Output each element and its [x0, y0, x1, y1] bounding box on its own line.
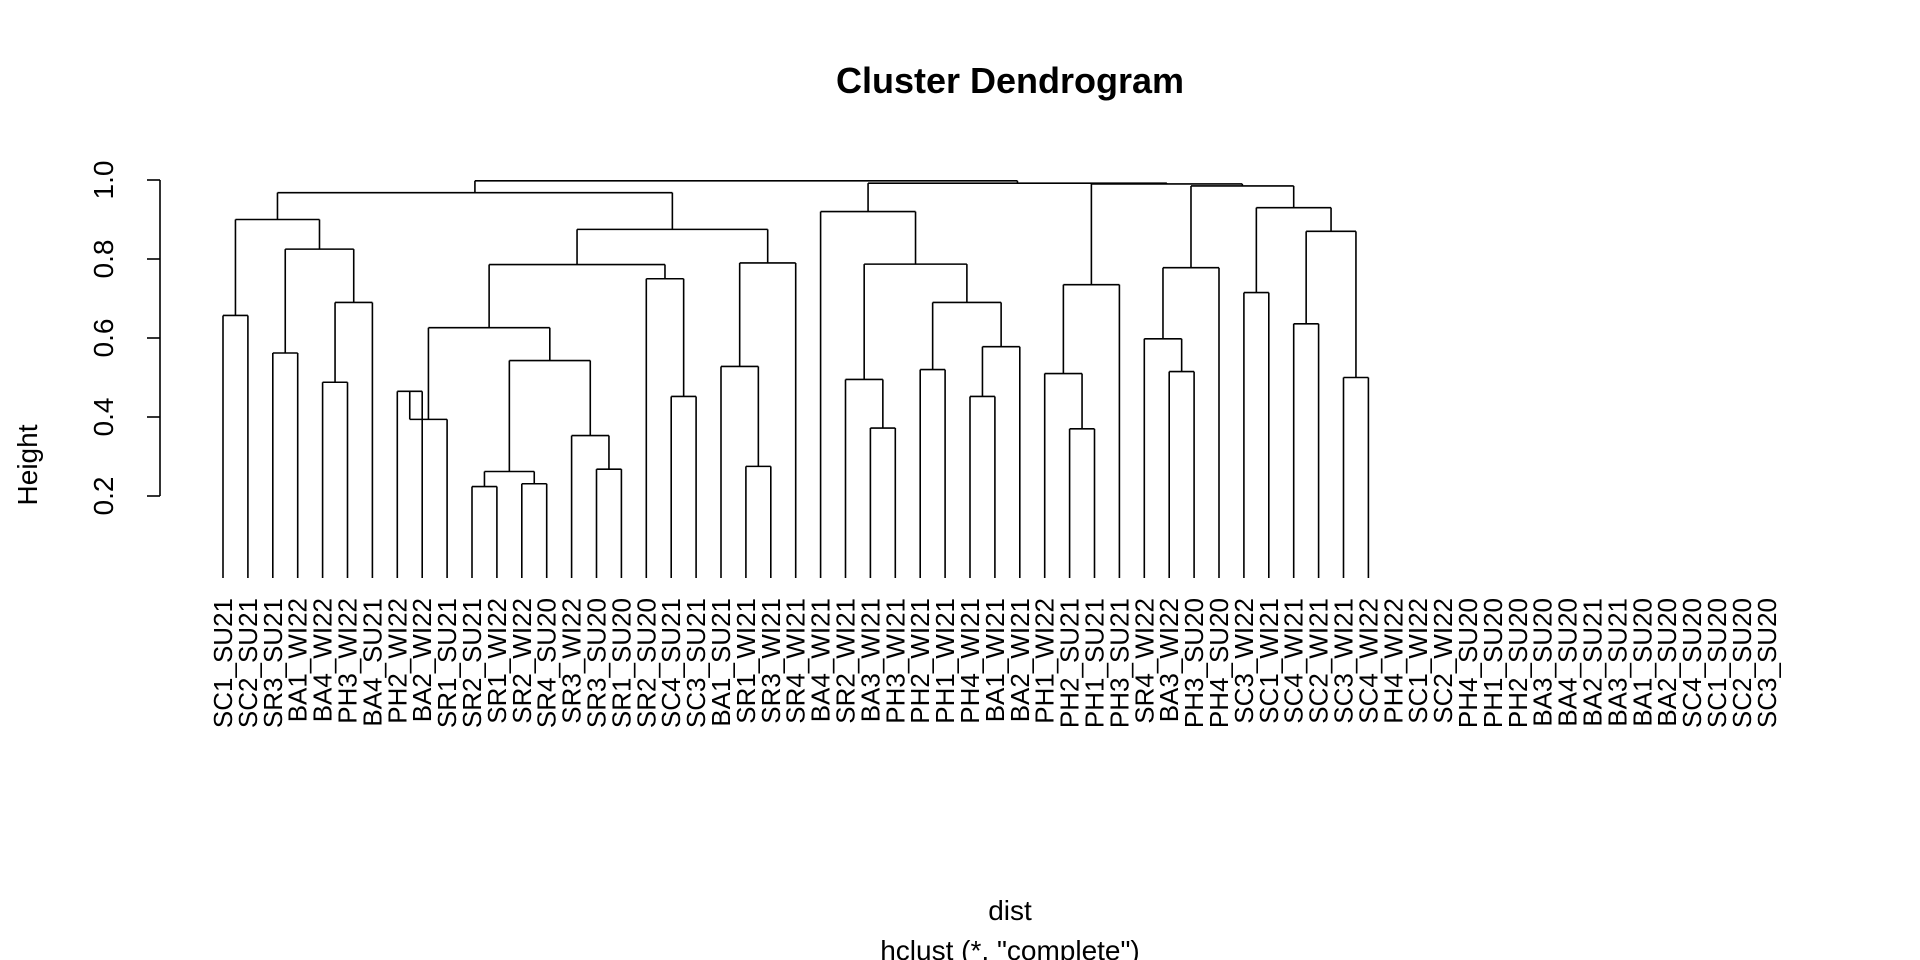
leaf-label: PH1_SU21 — [1080, 598, 1110, 728]
leaf-label: SR1_SU21 — [432, 598, 462, 728]
leaf-label: PH3_WI21 — [880, 598, 910, 724]
y-tick-label: 1.0 — [88, 161, 119, 200]
leaf-label: PH3_SU20 — [1179, 598, 1209, 728]
leaf-label: BA3_SU20 — [1528, 598, 1558, 727]
leaf-label: SR3_WI22 — [557, 598, 587, 724]
y-tick-label: 0.6 — [88, 319, 119, 358]
leaf-label: SC3_WI21 — [1329, 598, 1359, 724]
x-axis-label: dist — [988, 895, 1032, 926]
leaf-label: BA4_SU20 — [1553, 598, 1583, 727]
leaf-label: SR1_SU20 — [606, 598, 636, 728]
leaf-label: PH1_SU20 — [1478, 598, 1508, 728]
leaf-label: SC3_SU20 — [1752, 598, 1782, 728]
leaf-label: PH3_WI22 — [333, 598, 363, 724]
leaf-label: SR2_SU20 — [631, 598, 661, 728]
leaf-label: PH3_SU21 — [1104, 598, 1134, 728]
leaf-label: BA2_SU20 — [1652, 598, 1682, 727]
leaf-label: SR2_SU21 — [457, 598, 487, 728]
leaf-label: BA2_SU21 — [1578, 598, 1608, 727]
y-axis-label: Height — [12, 424, 43, 505]
leaf-label: PH2_SU20 — [1503, 598, 1533, 728]
leaf-label: SR1_WI22 — [482, 598, 512, 724]
leaf-label: PH2_SU21 — [1055, 598, 1085, 728]
leaf-label: BA1_WI22 — [283, 598, 313, 722]
leaf-label: SC1_WI22 — [1403, 598, 1433, 724]
leaf-label: PH2_WI21 — [905, 598, 935, 724]
leaf-label: PH2_WI22 — [382, 598, 412, 724]
leaf-label: SC2_WI22 — [1428, 598, 1458, 724]
leaf-label: BA3_WI22 — [1154, 598, 1184, 722]
y-tick-label: 0.4 — [88, 398, 119, 437]
leaf-label: SR4_SU20 — [532, 598, 562, 728]
leaf-label: SC3_SU21 — [681, 598, 711, 728]
leaf-label: PH4_WI21 — [955, 598, 985, 724]
leaf-label: SC4_WI21 — [1279, 598, 1309, 724]
leaf-label: BA3_SU21 — [1602, 598, 1632, 727]
leaf-label: SR1_WI21 — [731, 598, 761, 724]
leaf-label: SR4_WI21 — [781, 598, 811, 724]
leaf-label: BA1_WI21 — [980, 598, 1010, 722]
leaf-label: SR4_WI22 — [1129, 598, 1159, 724]
leaf-label: PH4_WI22 — [1378, 598, 1408, 724]
dendrogram-branches — [222, 179, 1370, 578]
method-subtitle: hclust (*, "complete") — [880, 935, 1140, 960]
leaf-label: BA1_SU21 — [706, 598, 736, 727]
leaf-label: SC1_SU20 — [1702, 598, 1732, 728]
leaf-label: PH4_SU20 — [1453, 598, 1483, 728]
leaf-label: SR3_SU21 — [258, 598, 288, 728]
leaf-label: SC4_SU21 — [656, 598, 686, 728]
leaf-labels: SC1_SU21SC2_SU21SR3_SU21BA1_WI22BA4_WI22… — [208, 598, 1782, 728]
leaf-label: SC1_WI21 — [1254, 598, 1284, 724]
leaf-label: PH1_WI21 — [930, 598, 960, 724]
leaf-label: SC1_SU21 — [208, 598, 238, 728]
leaf-label: SR2_WI21 — [831, 598, 861, 724]
leaf-label: SR3_SU20 — [582, 598, 612, 728]
leaf-label: BA3_WI21 — [855, 598, 885, 722]
leaf-label: BA4_WI22 — [308, 598, 338, 722]
leaf-label: SR3_WI21 — [756, 598, 786, 724]
leaf-label: PH1_WI22 — [1030, 598, 1060, 724]
leaf-label: BA4_WI21 — [806, 598, 836, 722]
leaf-label: SC3_WI22 — [1229, 598, 1259, 724]
leaf-label: BA2_WI21 — [1005, 598, 1035, 722]
leaf-label: SC2_WI21 — [1304, 598, 1334, 724]
y-tick-label: 0.8 — [88, 240, 119, 279]
chart-title: Cluster Dendrogram — [836, 60, 1184, 101]
leaf-label: BA1_SU20 — [1627, 598, 1657, 727]
y-axis: 0.2 0.4 0.6 0.8 1.0 — [88, 161, 161, 516]
leaf-label: SC2_SU20 — [1727, 598, 1757, 728]
leaf-label: SC4_SU20 — [1677, 598, 1707, 728]
leaf-label: SC2_SU21 — [233, 598, 263, 728]
leaf-label: PH4_SU20 — [1204, 598, 1234, 728]
leaf-label: SC4_WI22 — [1353, 598, 1383, 724]
leaf-label: BA4_SU21 — [357, 598, 387, 727]
leaf-label: SR2_WI22 — [507, 598, 537, 724]
y-tick-label: 0.2 — [88, 477, 119, 516]
leaf-label: BA2_WI22 — [407, 598, 437, 722]
